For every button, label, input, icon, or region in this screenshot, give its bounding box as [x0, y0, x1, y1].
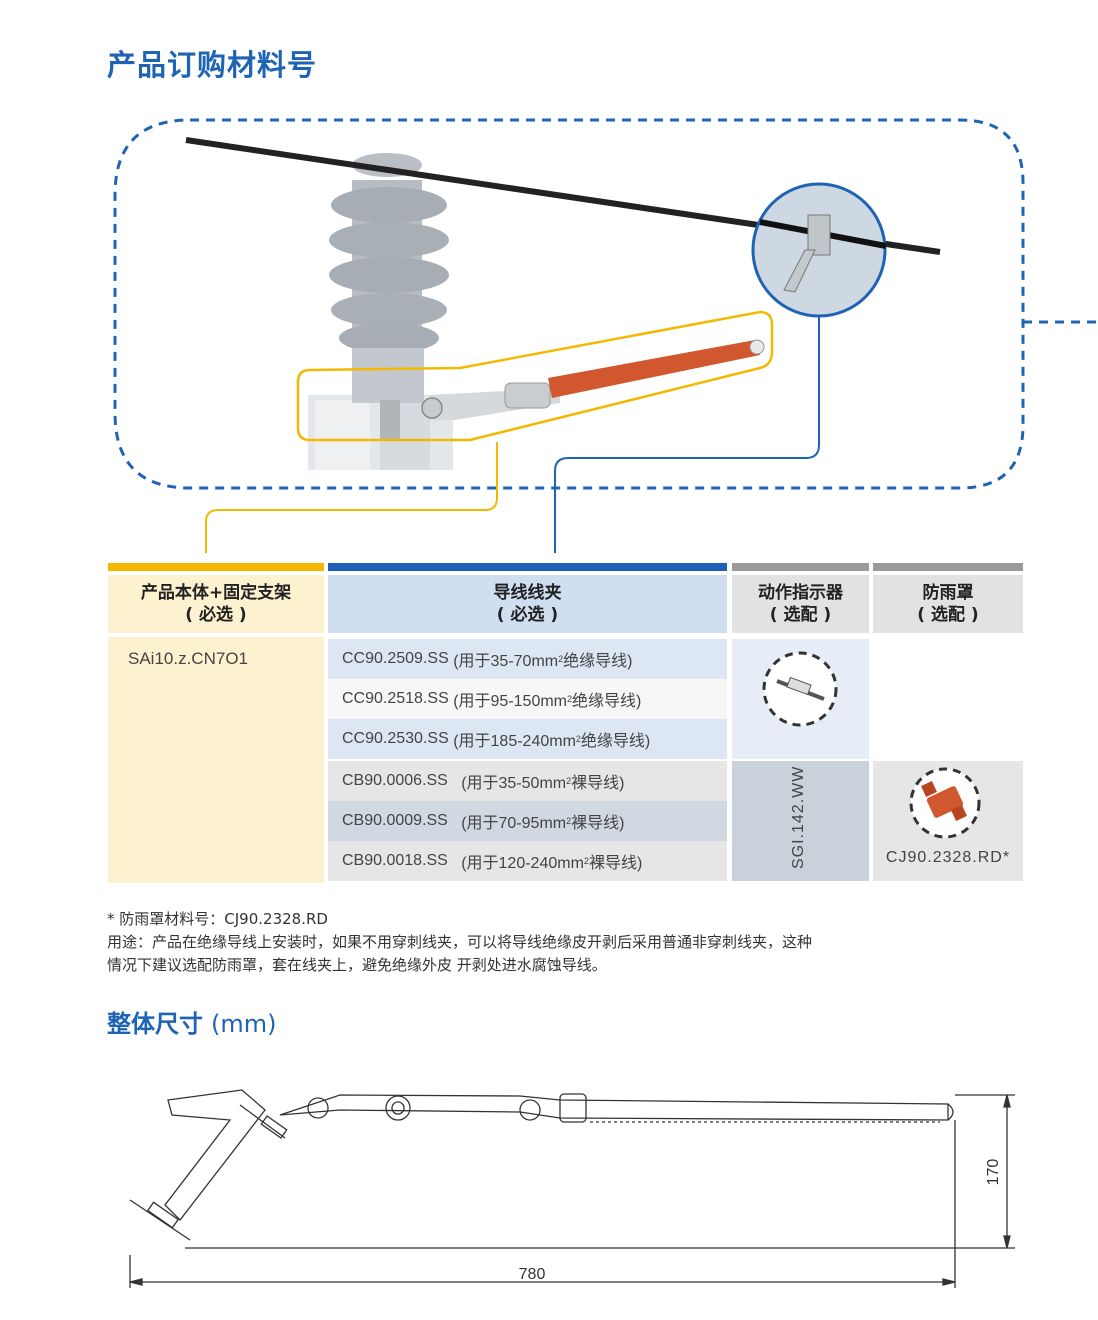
dashed-frame — [113, 118, 1025, 490]
header-body: 产品本体+固定支架 ( 必选 ) — [108, 575, 324, 633]
column-indicator: 动作指示器 ( 选配 ) — [732, 563, 869, 633]
dimension-drawing: 780 170 — [129, 1089, 1015, 1288]
notes: * 防雨罩材料号：CJ90.2328.RD 用途：产品在绝缘导线上安装时，如果不… — [107, 908, 987, 977]
order-table: 产品本体+固定支架 ( 必选 ) SAi10.z.CN7O1 导线线夹 ( 必选… — [108, 563, 1023, 883]
header-raincover: 防雨罩 ( 选配 ) — [873, 575, 1023, 633]
width-label: 780 — [519, 1266, 546, 1283]
header-indicator: 动作指示器 ( 选配 ) — [732, 575, 869, 633]
note-line: 情况下建议选配防雨罩，套在线夹上，避免绝缘外皮 开剥处进水腐蚀导线。 — [107, 956, 607, 974]
indicator-code: SGI.142.WW — [790, 765, 807, 869]
note-line: * 防雨罩材料号：CJ90.2328.RD — [107, 910, 328, 928]
header-clamp: 导线线夹 ( 必选 ) — [328, 575, 727, 633]
height-label: 170 — [985, 1159, 1002, 1186]
product-illustration — [113, 118, 1098, 553]
raincover-code: CJ90.2328.RD* — [885, 849, 1011, 866]
column-raincover: 防雨罩 ( 选配 ) — [873, 563, 1023, 633]
raincover-icon — [909, 767, 981, 839]
column-clamp: 导线线夹 ( 必选 ) — [328, 563, 727, 633]
indicator-icon — [762, 651, 838, 727]
note-line: 用途：产品在绝缘导线上安装时，如果不用穿刺线夹，可以将导线绝缘皮开剥后采用普通非… — [107, 933, 813, 951]
indicator-code-cell: SGI.142.WW — [732, 761, 869, 881]
column-body: 产品本体+固定支架 ( 必选 ) — [108, 563, 324, 633]
raincover-cell: CJ90.2328.RD* — [873, 761, 1023, 881]
body-code: SAi10.z.CN7O1 — [108, 637, 324, 883]
dimensions-title: 整体尺寸(mm) — [107, 1010, 277, 1038]
indicator-image-cell — [732, 639, 869, 759]
page-title: 产品订购材料号 — [107, 48, 318, 82]
